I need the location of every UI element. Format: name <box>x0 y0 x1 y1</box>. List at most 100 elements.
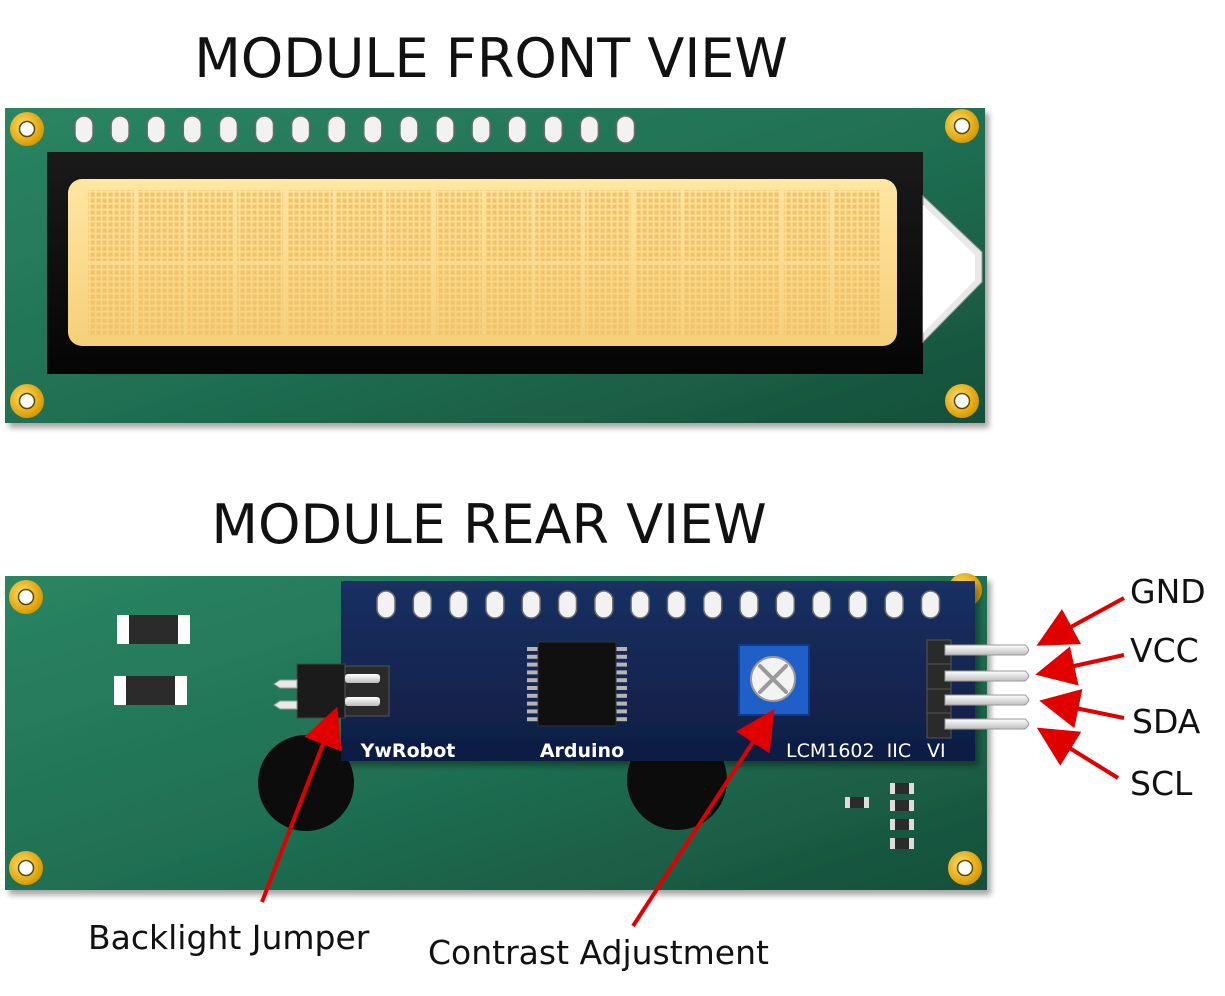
header-pad <box>507 115 527 144</box>
header-pad <box>543 115 564 144</box>
header-pad <box>521 590 541 619</box>
header-pad <box>182 115 203 144</box>
lcd-char-cell <box>386 190 433 261</box>
lcd-char-cell <box>435 265 482 336</box>
pin-scl <box>944 718 1029 730</box>
lcd-char-cell <box>585 190 631 261</box>
i2c-backpack-board <box>341 581 975 761</box>
lcd-char-cell <box>88 190 134 261</box>
lcd-char-cell <box>734 190 781 261</box>
lcd-char-cell <box>684 265 731 336</box>
header-pad <box>920 590 941 619</box>
small-smd-parts <box>845 783 914 849</box>
lcd-char-cell <box>336 265 383 336</box>
header-pad <box>435 115 455 144</box>
lcd-char-cell <box>187 265 234 336</box>
header-pad <box>702 590 723 619</box>
header-pad <box>110 115 130 144</box>
front-header-pads <box>74 115 636 144</box>
header-pad <box>448 590 469 619</box>
lcd-char-cell <box>634 190 681 261</box>
header-pad <box>74 115 94 144</box>
lcd-char-cell <box>137 190 184 261</box>
header-pad <box>399 115 419 144</box>
front-view-title: MODULE FRONT VIEW <box>194 27 788 90</box>
lcd-character-cells <box>88 190 880 336</box>
lcd-char-cell <box>137 265 184 336</box>
front-view-module <box>5 108 985 423</box>
backpack-header-pads <box>376 590 941 619</box>
arrow-scl <box>1036 727 1120 780</box>
lcd-char-cell <box>833 265 880 336</box>
label-contrast-adjustment: Contrast Adjustment <box>428 933 769 972</box>
lcd-char-cell <box>435 190 482 261</box>
pin-label-gnd: GND <box>1130 572 1206 611</box>
header-pad <box>290 115 311 144</box>
lcd-char-cell <box>734 265 781 336</box>
pin-label-scl: SCL <box>1130 764 1193 803</box>
lcd-char-cell <box>286 265 333 336</box>
header-pad <box>666 590 687 619</box>
silk-brand: YwRobot <box>360 740 456 762</box>
arrow-vcc <box>1035 646 1125 686</box>
header-pad <box>326 115 347 144</box>
header-pad <box>363 115 383 144</box>
arrow-sda <box>1039 689 1125 729</box>
header-pad <box>485 590 505 619</box>
lcd-char-cell <box>485 190 532 261</box>
header-pad <box>615 115 636 144</box>
lcd-char-cell <box>88 265 134 336</box>
lcd-char-cell <box>286 190 333 261</box>
lcd-char-cell <box>783 190 830 261</box>
header-pad <box>412 590 433 619</box>
front-mount-holes <box>10 109 979 418</box>
header-pad <box>146 115 166 144</box>
rear-view-module: YwRobot Arduino LCM1602 IIC VI <box>5 573 1029 890</box>
smd-resistors <box>114 615 190 705</box>
header-pad <box>848 590 868 619</box>
header-pad <box>471 115 491 144</box>
header-pad <box>254 115 275 144</box>
pin-sda <box>944 694 1029 706</box>
silk-version: VI <box>927 740 946 762</box>
lcd-char-cell <box>535 265 582 336</box>
silk-platform: Arduino <box>540 740 624 762</box>
header-pad <box>775 590 796 619</box>
pcf8574-chip <box>527 641 627 727</box>
label-backlight-jumper: Backlight Jumper <box>88 918 370 957</box>
lcd-char-cell <box>336 190 383 261</box>
header-pad <box>630 590 650 619</box>
arrow-gnd <box>1036 596 1125 646</box>
header-pad <box>739 590 759 619</box>
pin-vcc <box>944 670 1029 682</box>
lcd-char-cell <box>684 190 731 261</box>
lcd-char-cell <box>585 265 631 336</box>
header-pad <box>884 590 904 619</box>
lcd-char-cell <box>535 190 582 261</box>
lcd-char-cell <box>237 265 284 336</box>
header-pad <box>376 590 396 619</box>
silk-model: LCM1602 IIC <box>786 740 911 762</box>
header-pad <box>811 590 832 619</box>
header-pad <box>579 115 600 144</box>
rear-view-title: MODULE REAR VIEW <box>211 493 766 556</box>
pin-callouts: GND VCC SDA SCL <box>1035 572 1206 803</box>
pin-label-vcc: VCC <box>1130 631 1199 670</box>
lcd-char-cell <box>783 265 830 336</box>
lcd-char-cell <box>187 190 234 261</box>
arrow-contrast <box>631 708 775 928</box>
arrow-backlight <box>260 706 342 903</box>
i2c-header <box>926 639 1029 739</box>
header-pad <box>557 590 578 619</box>
lcd-char-cell <box>237 190 284 261</box>
pin-gnd <box>944 644 1029 656</box>
lcd-char-cell <box>386 265 433 336</box>
lcd-char-cell <box>833 190 880 261</box>
jumper-cap <box>296 663 346 719</box>
pin-label-sda: SDA <box>1132 702 1201 741</box>
bottom-callouts: Backlight Jumper Contrast Adjustment <box>88 706 775 972</box>
lcd-char-cell <box>634 265 681 336</box>
header-pad <box>594 590 614 619</box>
